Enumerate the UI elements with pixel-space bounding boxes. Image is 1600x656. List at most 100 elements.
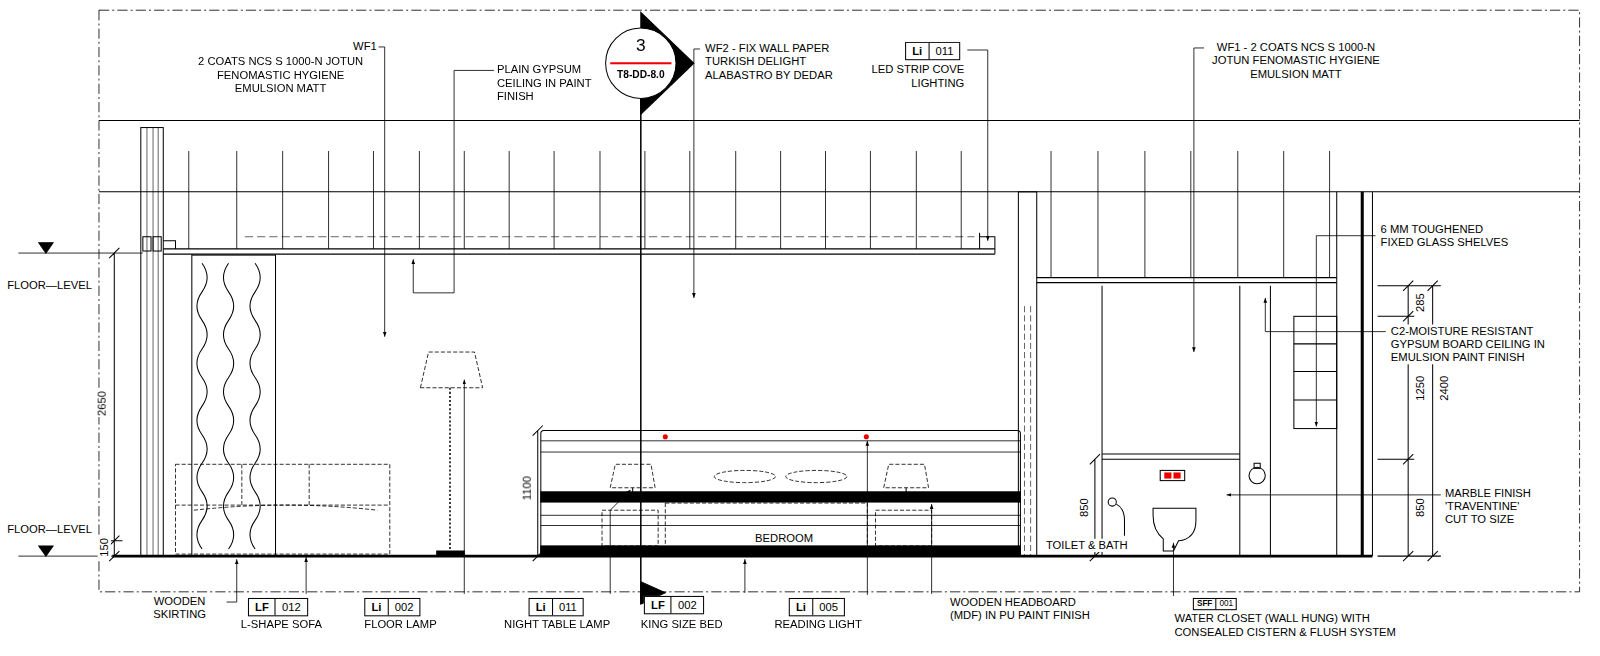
drawing-frame [99, 10, 1580, 592]
bath-wall-line [1102, 286, 1270, 556]
lamp-base [437, 551, 465, 555]
dimension-line [533, 426, 543, 562]
dimension: 1100 [521, 475, 534, 501]
dimension-line [1378, 281, 1441, 562]
level-line [18, 253, 142, 556]
towel-ring [1249, 467, 1265, 483]
finish-note: WF1 - 2 COATS NCS S 1000-N JOTUN FENOMAS… [1205, 41, 1387, 81]
finish-code: WF1 [352, 40, 378, 53]
tag-code: Li [906, 43, 929, 59]
finish-note: PLAIN GYPSUM CEILING IN PAINT FINISH [496, 63, 604, 103]
item-tag: LF012 [248, 598, 308, 616]
leader-line [744, 559, 745, 593]
dimension: 850 [1414, 497, 1427, 518]
sofa [176, 464, 390, 554]
flush-button [1164, 472, 1171, 478]
tag-code: 3 [606, 36, 675, 56]
bath-wall [1361, 192, 1364, 556]
flush-button [1173, 472, 1180, 478]
dimension: 2650 [96, 390, 109, 417]
ceiling-hanger [1051, 151, 1330, 278]
leader-line [1265, 298, 1385, 332]
reading-light-dot [864, 434, 869, 439]
level-label: FLOOR—LEVEL [6, 522, 93, 535]
item-tag: Li011 [905, 42, 960, 60]
item-label: LED STRIP COVE LIGHTING [849, 63, 965, 90]
lamp-shade [884, 464, 929, 487]
sofa-cushion [176, 464, 390, 505]
tag-code: LF [249, 599, 276, 615]
towel-ring-mount [1254, 463, 1260, 468]
glass-shelves [1294, 316, 1337, 428]
tag-number: 005 [813, 599, 844, 615]
panel-wave [197, 263, 207, 549]
ceiling-hanger [189, 151, 961, 249]
partition-line [1024, 306, 1030, 556]
item-tag: LF002 [644, 596, 704, 614]
dimension: 850 [1078, 497, 1091, 518]
hand-shower [1108, 498, 1116, 506]
room-name: TOILET & BATH [1045, 539, 1129, 552]
room-name: BEDROOM [754, 532, 814, 545]
floor-line [112, 555, 1372, 558]
leader-line [1194, 48, 1204, 352]
leader-line [967, 50, 987, 241]
finish-note: 2 COATS NCS S 1000-N JOTUN FENOMASTIC HY… [197, 55, 364, 95]
item-label: WOODEN HEADBOARD (MDF) IN PU PAINT FINIS… [949, 596, 1106, 623]
leader-line [931, 504, 932, 594]
water-closet [1153, 508, 1196, 551]
headboard [541, 431, 1021, 557]
item-tag: Li011 [529, 598, 584, 616]
tag-number: 001 [1216, 599, 1236, 609]
leader-line [867, 441, 868, 595]
pillow [714, 470, 775, 482]
leader-line [610, 490, 630, 594]
cove-profile [163, 233, 995, 254]
dimension: 1250 [1414, 375, 1427, 402]
tag-number: 002 [672, 597, 703, 613]
wall-column [141, 128, 163, 557]
leader-line [413, 70, 494, 292]
dimension: 285 [1414, 292, 1427, 313]
dimension: 2400 [1437, 375, 1450, 402]
glass-shelf [1294, 344, 1337, 400]
tag-code: SFF [1194, 599, 1217, 609]
lamp-pole [449, 388, 451, 551]
section-marker: 3T8-DD-8.0 [605, 28, 676, 99]
finish-note: C2-MOISTURE RESISTANT GYPSUM BOARD CEILI… [1390, 324, 1563, 364]
lamp-shade [610, 464, 655, 487]
tag-number: 011 [929, 43, 959, 59]
wall-panel [192, 255, 276, 556]
level-label: FLOOR—LEVEL [6, 279, 93, 292]
leader-line [694, 49, 700, 298]
sofa-seat [194, 505, 378, 510]
leader-line [1173, 543, 1174, 596]
section-line [640, 98, 642, 604]
item-tag: Li005 [789, 598, 845, 616]
leader-line [306, 557, 307, 594]
leader-line [1316, 236, 1375, 427]
pillow [786, 470, 847, 482]
bath-wall [1337, 192, 1373, 556]
item-label: FLOOR LAMP [363, 617, 437, 630]
partition-wall [1018, 192, 1036, 556]
cove-detail [143, 237, 151, 251]
marble-ledge [1102, 454, 1240, 459]
bath-ceiling [1037, 278, 1337, 283]
lamp-shade [420, 352, 482, 388]
item-label: WATER CLOSET (WALL HUNG) WITH CONSEALED … [1173, 612, 1408, 639]
finish-note: WF2 - FIX WALL PAPER TURKISH DELIGHT ALA… [704, 42, 859, 82]
flush-plate [1160, 470, 1184, 480]
cove-detail [153, 237, 161, 251]
tag-number: T8-DD-8.0 [606, 68, 675, 80]
finish-note: MARBLE FINISH 'TRAVENTINE' CUT TO SIZE [1444, 487, 1546, 527]
item-label: L-SHAPE SOFA [240, 617, 323, 630]
leader-line [1227, 494, 1441, 495]
gypsum-ceiling [163, 249, 995, 254]
tag-code: Li [365, 599, 388, 615]
shower-hose [1116, 504, 1124, 536]
tag-code: Li [530, 599, 553, 615]
section-divider [610, 62, 671, 64]
item-label: KING SIZE BED [640, 617, 724, 630]
